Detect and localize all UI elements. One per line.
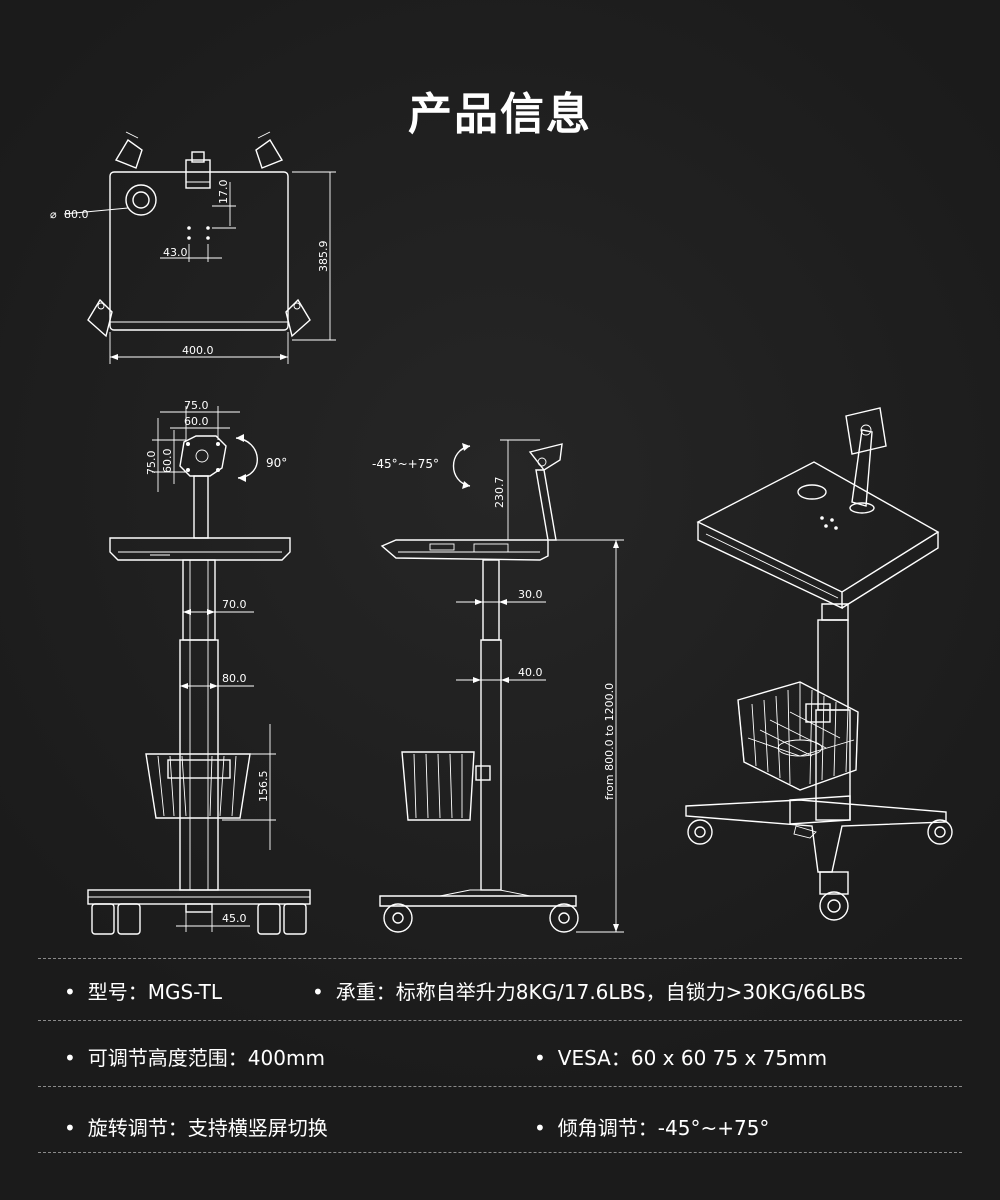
- front-view-drawing: [87, 406, 311, 935]
- spec-load: • 承重：标称自举升力8KG/17.6LBS，自锁力>30KG/66LBS: [312, 976, 866, 1005]
- spec-height-adjust: • 可调节高度范围：400mm: [64, 1042, 325, 1071]
- spec-tilt-text: 倾角调节：-45°~+75°: [557, 1116, 770, 1140]
- spec-tilt: • 倾角调节：-45°~+75°: [534, 1112, 769, 1141]
- separator-line: [38, 958, 962, 959]
- dim-vesa-60w-label: 60.0: [184, 415, 209, 428]
- technical-drawings: ⌀ 80.0 17.0 43.0 385.9 400.0: [50, 131, 953, 935]
- bullet: •: [64, 980, 76, 1004]
- isometric-view-drawing: [685, 407, 953, 921]
- spec-model-text: 型号：MGS-TL: [87, 980, 222, 1004]
- dim-height-range-label: from 800.0 to 1200.0: [603, 683, 616, 800]
- spec-vesa-text: VESA：60 x 60 75 x 75mm: [557, 1046, 828, 1070]
- spec-rotation: • 旋转调节：支持横竖屏切换: [64, 1112, 328, 1141]
- separator-line: [38, 1086, 962, 1087]
- dim-side-40-label: 40.0: [518, 666, 543, 679]
- dim-column-70-label: 70.0: [222, 598, 247, 611]
- dim-vesa-75w-label: 75.0: [184, 399, 209, 412]
- bullet: •: [534, 1046, 546, 1070]
- dim-column-80-label: 80.0: [222, 672, 247, 685]
- bullet: •: [64, 1046, 76, 1070]
- dim-side-30-label: 30.0: [518, 588, 543, 601]
- dim-diameter-label: 80.0: [64, 208, 89, 221]
- spec-vesa: • VESA：60 x 60 75 x 75mm: [534, 1042, 827, 1071]
- dim-top-17-label: 17.0: [217, 180, 230, 205]
- dim-vesa-75h-label: 75.0: [145, 451, 158, 476]
- page-title: 产品信息: [408, 89, 592, 140]
- spec-rotation-text: 旋转调节：支持横竖屏切换: [87, 1116, 328, 1140]
- spec-model: • 型号：MGS-TL: [64, 976, 222, 1005]
- bullet: •: [312, 980, 324, 1004]
- bullet: •: [534, 1116, 546, 1140]
- bullet: •: [64, 1116, 76, 1140]
- side-view-drawing: [379, 439, 624, 933]
- dim-base-45-label: 45.0: [222, 912, 247, 925]
- dim-top-43-label: 43.0: [163, 246, 188, 259]
- dim-basket-height-label: 156.5: [257, 771, 270, 803]
- spec-load-text: 承重：标称自举升力8KG/17.6LBS，自锁力>30KG/66LBS: [335, 980, 866, 1004]
- dim-arm-height-label: 230.7: [493, 477, 506, 509]
- separator-line: [38, 1020, 962, 1021]
- top-view-drawing: [63, 131, 336, 364]
- dim-top-width-label: 400.0: [182, 344, 214, 357]
- dim-top-height-label: 385.9: [317, 241, 330, 273]
- tilt-angle-label: -45°~+75°: [372, 457, 439, 471]
- diameter-symbol: ⌀: [50, 208, 57, 221]
- separator-line: [38, 1152, 962, 1153]
- spec-height-adjust-text: 可调节高度范围：400mm: [87, 1046, 325, 1070]
- dim-vesa-60h-label: 60.0: [161, 449, 174, 474]
- rotation-angle-label: 90°: [266, 456, 287, 470]
